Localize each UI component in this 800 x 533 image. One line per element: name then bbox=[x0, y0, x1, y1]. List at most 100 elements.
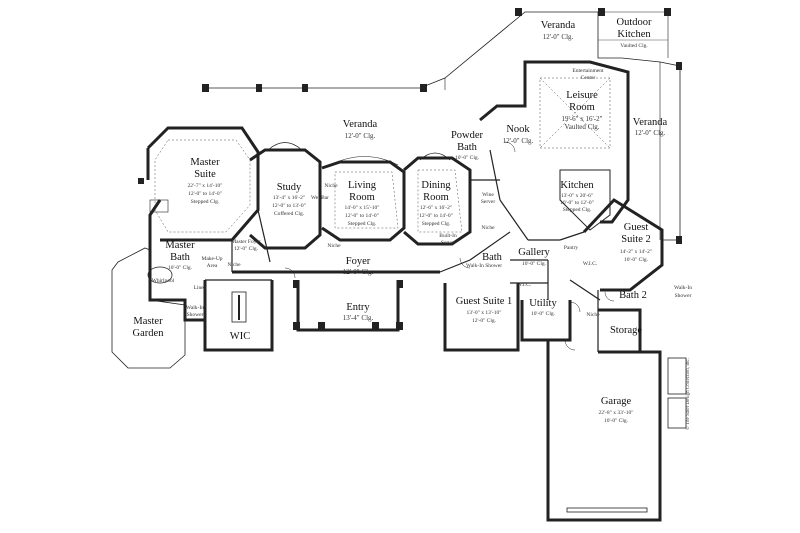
utility-wall bbox=[520, 300, 572, 342]
dining-room-dims: 12'-6" x 16'-2" bbox=[419, 205, 453, 211]
kitchen-dims: 13'-0" x 20'-6" bbox=[560, 193, 594, 199]
nook-clg: 12'-0" Clg. bbox=[502, 137, 534, 145]
niche-label-dining: Niche bbox=[481, 225, 495, 231]
veranda-main-outline bbox=[205, 11, 681, 241]
master-foyer-label: Master Foyer bbox=[231, 239, 261, 245]
guest-suite-2-dims: 14'-2" x 14'-2" bbox=[619, 249, 653, 255]
veranda-top-label: Veranda bbox=[540, 20, 576, 31]
wic-wall bbox=[203, 280, 274, 352]
niche-label-living: Niche bbox=[327, 243, 341, 249]
study-wall bbox=[249, 148, 322, 250]
master-suite-label-2: Suite bbox=[194, 169, 216, 180]
walk-in-shower-label-1: Walk-In bbox=[186, 305, 204, 311]
master-garden-label-1: Master bbox=[133, 316, 163, 327]
master-suite-dims: 22'-7" x 14'-10" bbox=[187, 183, 223, 189]
leisure-room-dims: 19'-6" x 16'-2" bbox=[561, 115, 603, 123]
guest-suite-1-dims: 13'-0" x 13'-10" bbox=[466, 310, 502, 316]
outdoor-kitchen-label-2: Kitchen bbox=[617, 29, 651, 40]
veranda-main-clg: 12'-0" Clg. bbox=[344, 132, 376, 140]
utility-label: Utility bbox=[529, 298, 557, 309]
linen-label: Linen bbox=[193, 285, 207, 291]
wine-label: Wine bbox=[482, 192, 494, 198]
master-bath-clg: 10'-0" Clg. bbox=[167, 265, 193, 271]
pantry-label: Pantry bbox=[563, 245, 579, 251]
niche-label-foyer: Niche bbox=[227, 262, 241, 268]
garage-dims: 22'-8" x 33'-10" bbox=[598, 410, 634, 416]
entertainment-center-label-2: Center bbox=[580, 75, 596, 81]
living-wall bbox=[321, 160, 406, 242]
storage-label: Storage bbox=[609, 325, 643, 336]
powder-bath-label-2: Bath bbox=[457, 142, 477, 153]
wic-guest2-label: W.I.C. bbox=[582, 261, 598, 267]
kitchen-label: Kitchen bbox=[560, 180, 594, 191]
study-dims-2: 12'-0" to 13'-0" bbox=[272, 203, 306, 209]
entry-wall bbox=[296, 280, 400, 332]
master-suite-dims-2: 12'-0" to 14'-0" bbox=[188, 191, 222, 197]
powder-bath-label-1: Powder bbox=[450, 130, 484, 141]
dining-wall bbox=[403, 156, 472, 246]
leisure-room-clg: Vaulted Clg. bbox=[564, 123, 600, 131]
gallery-label: Gallery bbox=[518, 247, 550, 258]
powder-bath-clg: 10'-0" Clg. bbox=[454, 155, 480, 161]
outdoor-kitchen-label-1: Outdoor bbox=[616, 17, 652, 28]
study-dims: 13'-4" x 16'-2" bbox=[272, 195, 306, 201]
guest-suite-2-label-2: Suite 2 bbox=[621, 234, 651, 245]
dining-room-label-2: Room bbox=[423, 192, 449, 203]
leisure-room-label-1: Leisure bbox=[566, 90, 598, 101]
leisure-room-label-2: Room bbox=[569, 102, 595, 113]
garage-label: Garage bbox=[600, 396, 632, 407]
veranda-top-clg: 12'-0" Clg. bbox=[542, 33, 574, 41]
outdoor-kitchen-clg: Vaulted Clg. bbox=[620, 43, 648, 49]
bath-2-label: Bath 2 bbox=[619, 290, 647, 301]
guest-suite-2-wall bbox=[582, 198, 664, 292]
foyer-clg: 12'-0" Clg. bbox=[342, 268, 374, 276]
nook-wall bbox=[479, 60, 630, 224]
entry-label: Entry bbox=[346, 302, 370, 313]
study-clg: Coffered Clg. bbox=[273, 211, 305, 217]
master-suite-clg: Stepped Clg. bbox=[190, 199, 220, 205]
utility-clg: 10'-0" Clg. bbox=[530, 311, 556, 317]
guest-suite-2-clg: 10'-0" Clg. bbox=[623, 257, 649, 263]
veranda-right-label: Veranda bbox=[632, 117, 668, 128]
master-bath-label-1: Master bbox=[165, 240, 195, 251]
server-label-wine: Server bbox=[480, 199, 496, 205]
dining-room-label-1: Dining bbox=[421, 180, 451, 191]
kitchen-clg: Stepped Clg. bbox=[562, 207, 592, 213]
entertainment-center-label-1: Entertainment bbox=[572, 68, 604, 74]
whirlpool-label: Whirlpool bbox=[151, 278, 175, 284]
guest-suite-2-label-1: Guest bbox=[623, 222, 649, 233]
server-label-built-in: Server bbox=[440, 240, 456, 246]
walk-in-shower-2-label-1: Walk-In bbox=[674, 285, 692, 291]
walk-in-shower-label-2: Shower bbox=[186, 312, 204, 318]
copyright-label: © The Sater Design Collection, Inc. bbox=[686, 358, 691, 430]
master-bath-label-2: Bath bbox=[170, 252, 190, 263]
garage-clg: 10'-0" Clg. bbox=[603, 418, 629, 424]
niche-label-storage: Niche bbox=[586, 312, 600, 318]
dining-room-clg: Stepped Clg. bbox=[421, 221, 451, 227]
living-room-dims-2: 12'-0" to 14'-0" bbox=[345, 213, 379, 219]
veranda-right-clg: 12'-0" Clg. bbox=[634, 129, 666, 137]
living-room-clg: Stepped Clg. bbox=[347, 221, 377, 227]
entry-clg: 13'-4" Clg. bbox=[342, 314, 374, 322]
wet-bar-label: Wet Bar bbox=[310, 195, 330, 201]
master-garden-outline bbox=[111, 247, 186, 369]
walk-in-shower-2-label-2: Shower bbox=[674, 293, 692, 299]
veranda-main-label: Veranda bbox=[342, 119, 378, 130]
master-foyer-clg: 12'-0" Clg. bbox=[233, 246, 259, 252]
study-label: Study bbox=[276, 182, 302, 193]
garage-wall bbox=[546, 340, 662, 522]
gallery-clg: 10'-0" Clg. bbox=[521, 261, 547, 267]
master-suite-label-1: Master bbox=[190, 157, 220, 168]
built-in-label: Built-In bbox=[439, 233, 457, 239]
master-garden-label-2: Garden bbox=[132, 328, 164, 339]
nook-label: Nook bbox=[506, 124, 530, 135]
living-room-label-1: Living bbox=[348, 180, 376, 191]
dining-room-dims-2: 12'-0" to 14'-0" bbox=[419, 213, 453, 219]
makeup-area-label-2: Area bbox=[206, 263, 218, 269]
guest-suite-1-clg: 12'-0" Clg. bbox=[471, 318, 497, 324]
wic-small-label: W.I.C. bbox=[516, 282, 532, 288]
guest-suite-1-label: Guest Suite 1 bbox=[455, 296, 513, 307]
wic-label: WIC bbox=[229, 331, 251, 342]
foyer-label: Foyer bbox=[345, 256, 371, 267]
